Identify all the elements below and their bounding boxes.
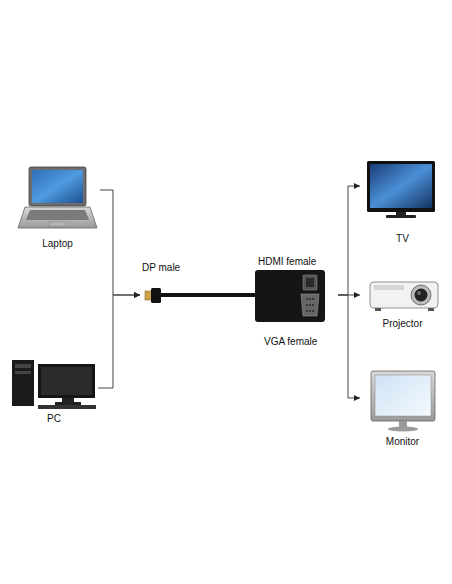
device-label: Monitor (360, 436, 445, 448)
laptop-icon (18, 167, 97, 228)
adapter-node: DP male HDMI femaleVGA female (140, 252, 338, 352)
pc-icon (12, 360, 96, 409)
device-label: PC (10, 413, 98, 425)
tv-node: TV (360, 155, 445, 245)
device-label: Laptop (15, 238, 100, 250)
projector-node: Projector (360, 268, 445, 330)
connector-arrow (338, 295, 360, 401)
monitor-icon (371, 371, 435, 432)
connector-arrow (338, 183, 360, 295)
pc-node: PC (10, 355, 98, 425)
connector-arrow (98, 292, 140, 388)
monitor-node: Monitor (360, 362, 445, 448)
laptop-node: Laptop (15, 165, 100, 250)
device-label: TV (360, 233, 445, 245)
port-label: DP male (142, 262, 180, 274)
port-label: HDMI female (258, 256, 316, 268)
tv-icon (367, 161, 435, 218)
device-label: Projector (360, 318, 445, 330)
port-label: VGA female (264, 336, 317, 348)
projector-icon (370, 282, 438, 311)
connector-arrow (100, 190, 140, 298)
adapter-illustration (145, 270, 325, 322)
